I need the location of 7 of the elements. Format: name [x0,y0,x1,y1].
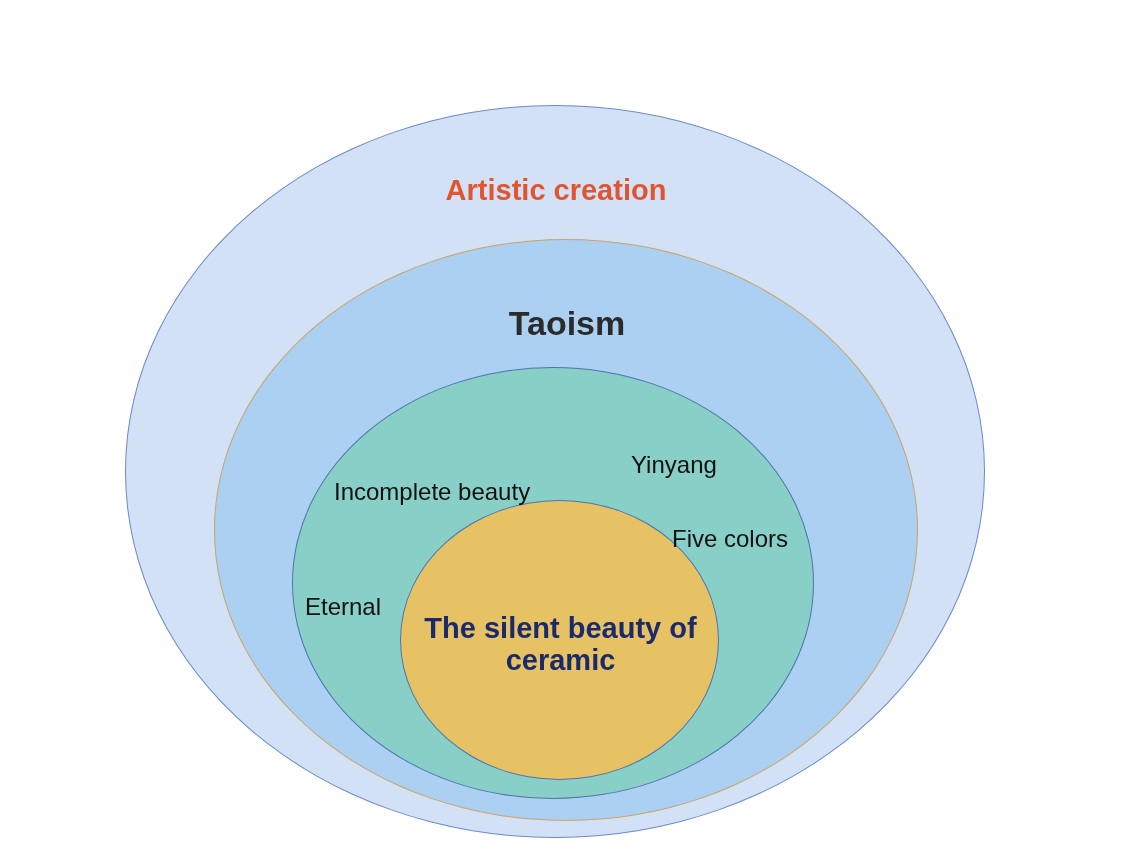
heading: Taoism [507,304,627,343]
core-label: The silent beauty of ceramic [423,613,698,677]
concept-label: Five colors [672,525,789,553]
heading: Artistic creation [444,174,668,207]
concept-label: Incomplete beauty [334,478,531,506]
concept-label: Eternal [305,593,382,621]
concept-label: Yinyang [631,451,717,479]
